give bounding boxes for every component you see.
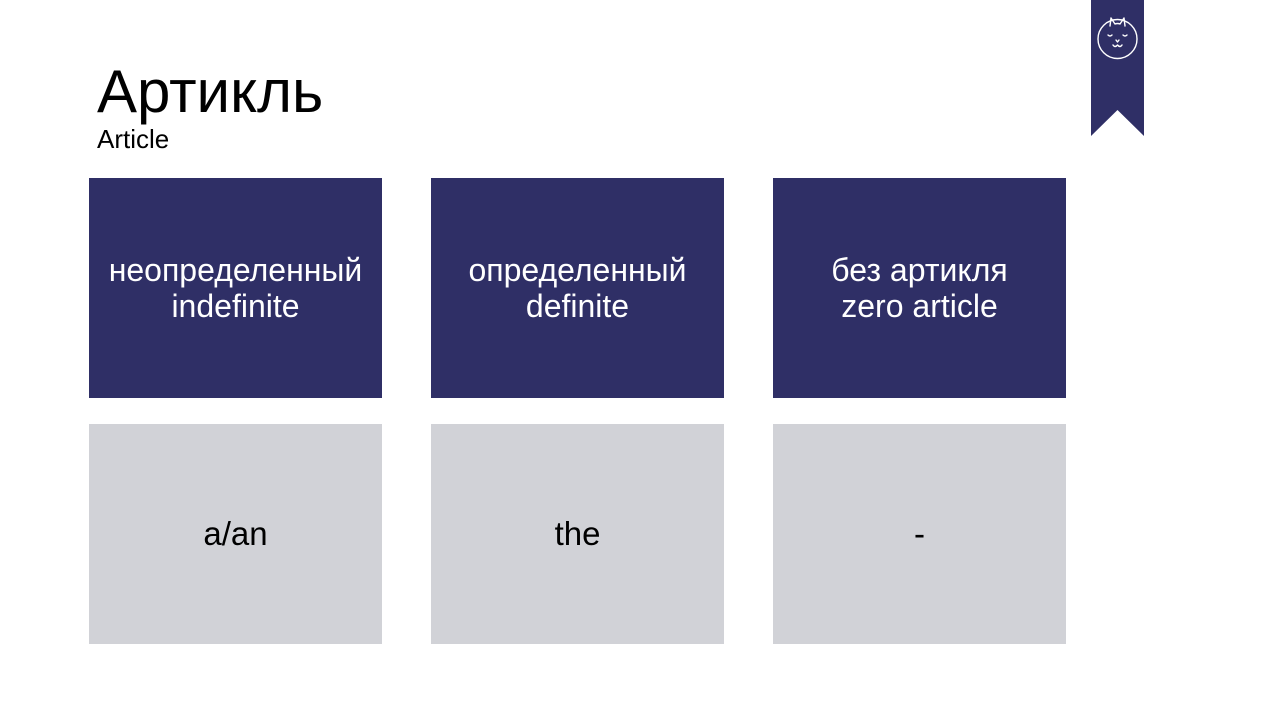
- bookmark-ribbon: [1091, 0, 1144, 136]
- header-cell-indefinite: неопределенный indefinite: [89, 178, 382, 398]
- value-cell-indefinite: a/an: [89, 424, 382, 644]
- value-cell-zero-article: -: [773, 424, 1066, 644]
- cat-face-icon: [1091, 0, 1144, 136]
- header-cell-zero-article: без артикля zero article: [773, 178, 1066, 398]
- header-en-label: zero article: [841, 288, 998, 324]
- header-en-label: definite: [525, 288, 630, 324]
- slide-subtitle: Article: [97, 124, 170, 154]
- header-ru-label: без артикля: [831, 252, 1008, 288]
- header-ru-label: определенный: [468, 252, 687, 288]
- header-cell-definite: определенный definite: [431, 178, 724, 398]
- header-ru-label: неопределенный: [108, 252, 363, 288]
- slide-title: Артикль: [97, 58, 324, 125]
- header-en-label: indefinite: [171, 288, 300, 324]
- value-cell-definite: the: [431, 424, 724, 644]
